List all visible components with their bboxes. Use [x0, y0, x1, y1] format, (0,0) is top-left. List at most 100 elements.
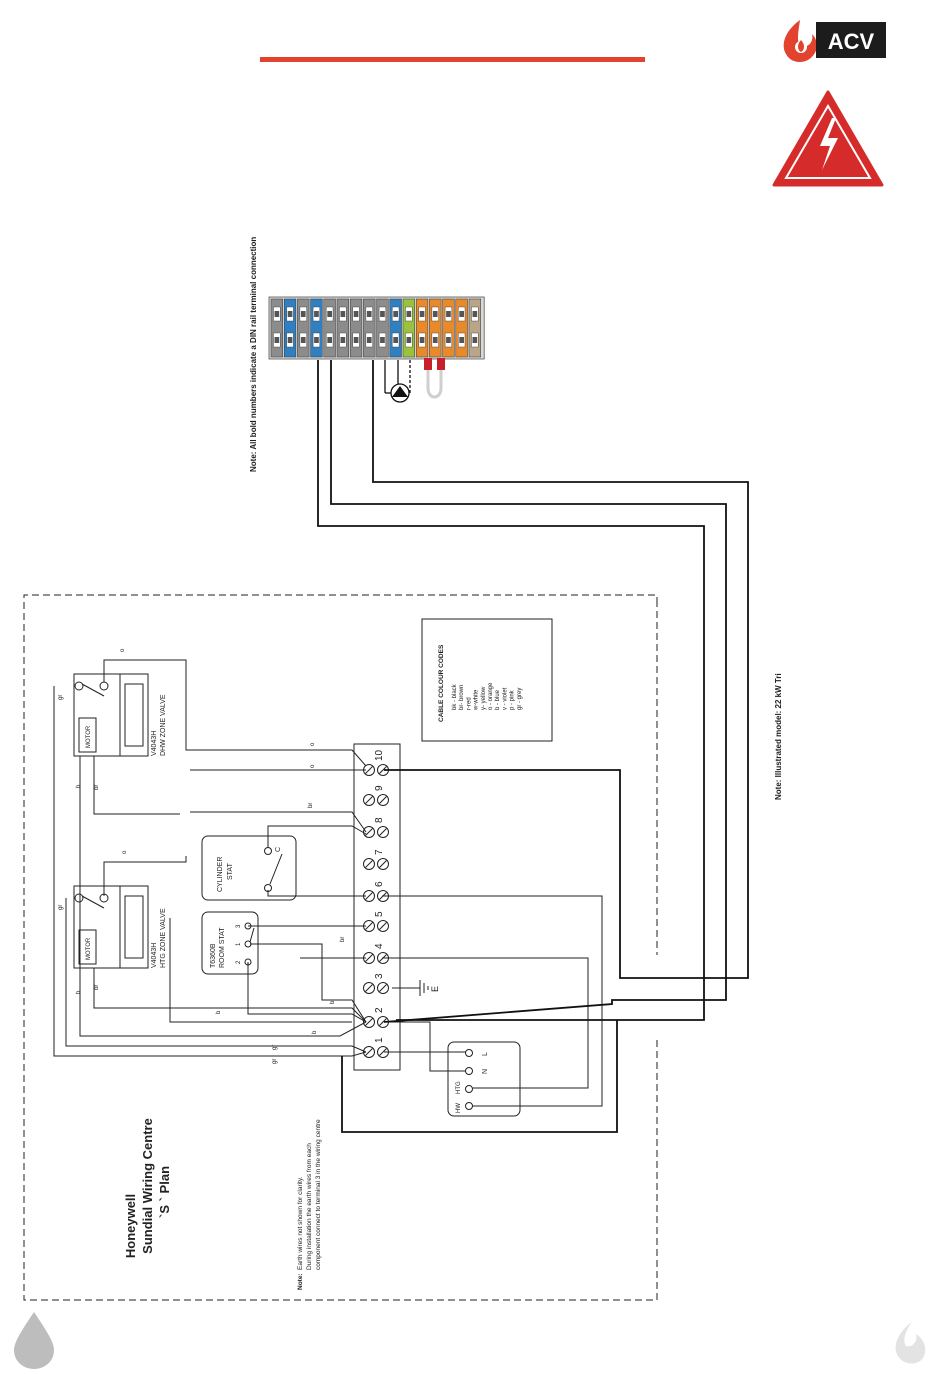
- earth-note-label: Note:: [297, 1273, 304, 1290]
- model-note: Note: Illustrated model: 22 kW Tri: [774, 673, 783, 800]
- cable-code-item: y- yellow: [481, 686, 487, 710]
- cable-codes-heading: CABLE COLOUR CODES: [438, 644, 445, 722]
- wire-label: b: [76, 990, 82, 994]
- htg-valve-name: HTG ZONE VALVE: [160, 908, 167, 968]
- supply-HTG: HTG: [456, 1081, 462, 1094]
- terminal-1: 1: [363, 1037, 389, 1058]
- din-terminal-10: [389, 298, 402, 358]
- supply-connection-box: L N HTG HW: [447, 1041, 521, 1117]
- terminal-number: 4: [374, 943, 385, 949]
- wire-label: br: [94, 985, 100, 990]
- acv-logo: ACV: [783, 20, 886, 62]
- terminal-number: 3: [374, 973, 385, 979]
- electrical-warning-icon: [772, 90, 884, 187]
- cable-code-item: gr - grey: [517, 688, 523, 710]
- room-stat-t3: 3: [236, 924, 242, 928]
- din-terminal-7: [349, 298, 363, 358]
- supply-N: N: [482, 1069, 489, 1074]
- htg-zone-valve: MOTOR V4043H HTG ZONE VALVE: [73, 885, 167, 969]
- room-stat: T6360B ROOM STAT 3 1 2: [201, 911, 259, 975]
- cable-code-item: b - blue: [495, 689, 501, 710]
- earth-label: E: [430, 986, 440, 992]
- din-rail-note: Note: All bold numbers indicate a DIN ra…: [249, 237, 258, 472]
- htg-valve-model: V4043H: [151, 943, 158, 968]
- cable-code-item: br- brown: [459, 685, 465, 710]
- wiring-centre-terminal-strip: 1 2 3 4 5 6 7 8 9 10: [353, 743, 401, 1071]
- din-terminal-4: [310, 298, 323, 358]
- earth-note-line2: During installation the earth wires from…: [306, 1143, 313, 1270]
- terminal-9: 9: [363, 785, 389, 806]
- cylinder-stat-line2: STAT: [227, 862, 234, 880]
- title-line1: Honeywell: [123, 1194, 138, 1258]
- wire-label: b: [76, 784, 82, 788]
- terminal-8: 8: [363, 817, 389, 838]
- room-stat-name: ROOM STAT: [219, 927, 226, 968]
- title-line2: Sundial Wiring Centre: [140, 1118, 155, 1254]
- din-terminal-15: [455, 298, 468, 358]
- wire-label: br: [94, 785, 100, 790]
- din-terminal-1: [270, 298, 283, 358]
- acv-logo-box: [816, 22, 886, 58]
- din-terminal-2: [283, 298, 297, 358]
- terminal-7: 7: [363, 849, 389, 870]
- dhw-valve-model: V4043H: [151, 731, 158, 756]
- cylinder-stat-line1: CYLINDER: [217, 857, 224, 892]
- link-wire-loop: [424, 358, 445, 399]
- header-accent-bar: [260, 57, 645, 62]
- wire-label: gr: [272, 1045, 278, 1050]
- internal-wiring: [53, 659, 603, 1107]
- din-terminal-9: [376, 298, 389, 358]
- acv-logo-text: ACV: [828, 29, 875, 54]
- wire-label: gr: [58, 695, 64, 700]
- dhw-valve-name: DHW ZONE VALVE: [160, 694, 167, 756]
- terminal-number: 9: [374, 785, 385, 791]
- water-drop-icon: [14, 1312, 54, 1369]
- cable-code-item: v - violet: [502, 687, 508, 710]
- din-terminal-12: [415, 298, 429, 358]
- wire-label: o: [310, 742, 316, 746]
- din-terminal-8: [363, 298, 376, 358]
- terminal-number: 8: [374, 817, 385, 823]
- dhw-zone-valve: MOTOR V4043H DHW ZONE VALVE: [73, 673, 167, 757]
- cable-code-item: bk - black: [452, 683, 458, 710]
- room-stat-t2: 2: [236, 960, 242, 964]
- cable-code-item: o - orange: [488, 682, 494, 710]
- cable-code-item: r-red: [466, 697, 472, 710]
- terminal-number: 2: [374, 1007, 385, 1013]
- wiring-centre-boundary: [23, 594, 658, 1301]
- room-stat-model: T6360B: [210, 943, 217, 968]
- room-stat-t1: 1: [236, 942, 242, 946]
- din-terminal-16: [468, 298, 481, 358]
- cylinder-stat-contact: C: [275, 847, 282, 852]
- wire-label: gr: [272, 1059, 278, 1064]
- flame-corner-icon: [895, 1322, 926, 1364]
- din-terminal-5: [323, 298, 336, 358]
- cable-code-item: w-white: [474, 689, 480, 711]
- supply-L: L: [482, 1052, 489, 1056]
- terminal-10: 10: [363, 749, 389, 776]
- external-wiring: [317, 360, 749, 1133]
- wire-label: o: [122, 850, 128, 854]
- din-terminal-6: [336, 298, 349, 358]
- wire-label: b: [312, 1030, 318, 1034]
- htg-motor-label: MOTOR: [86, 937, 92, 960]
- flame-logo-inner: [798, 40, 804, 52]
- din-terminal-14: [442, 298, 455, 358]
- cylinder-stat: CYLINDER STAT C: [201, 835, 297, 901]
- terminal-number: 5: [374, 911, 385, 917]
- title-line3: `S ` Plan: [157, 1166, 172, 1218]
- dhw-motor-label: MOTOR: [86, 725, 92, 748]
- earth-note-line1: Earth wires not shown for clarity.: [297, 1176, 304, 1270]
- terminal-number: 7: [374, 849, 385, 855]
- terminal-number: 6: [374, 881, 385, 887]
- wire-label: b: [330, 1000, 336, 1004]
- pump-symbol: [384, 360, 411, 403]
- flame-logo-icon: [783, 20, 817, 62]
- wire-label: gr: [58, 905, 64, 910]
- supply-HW: HW: [456, 1103, 462, 1113]
- din-rail-terminal-block: [268, 296, 485, 360]
- din-terminal-13: [429, 298, 442, 358]
